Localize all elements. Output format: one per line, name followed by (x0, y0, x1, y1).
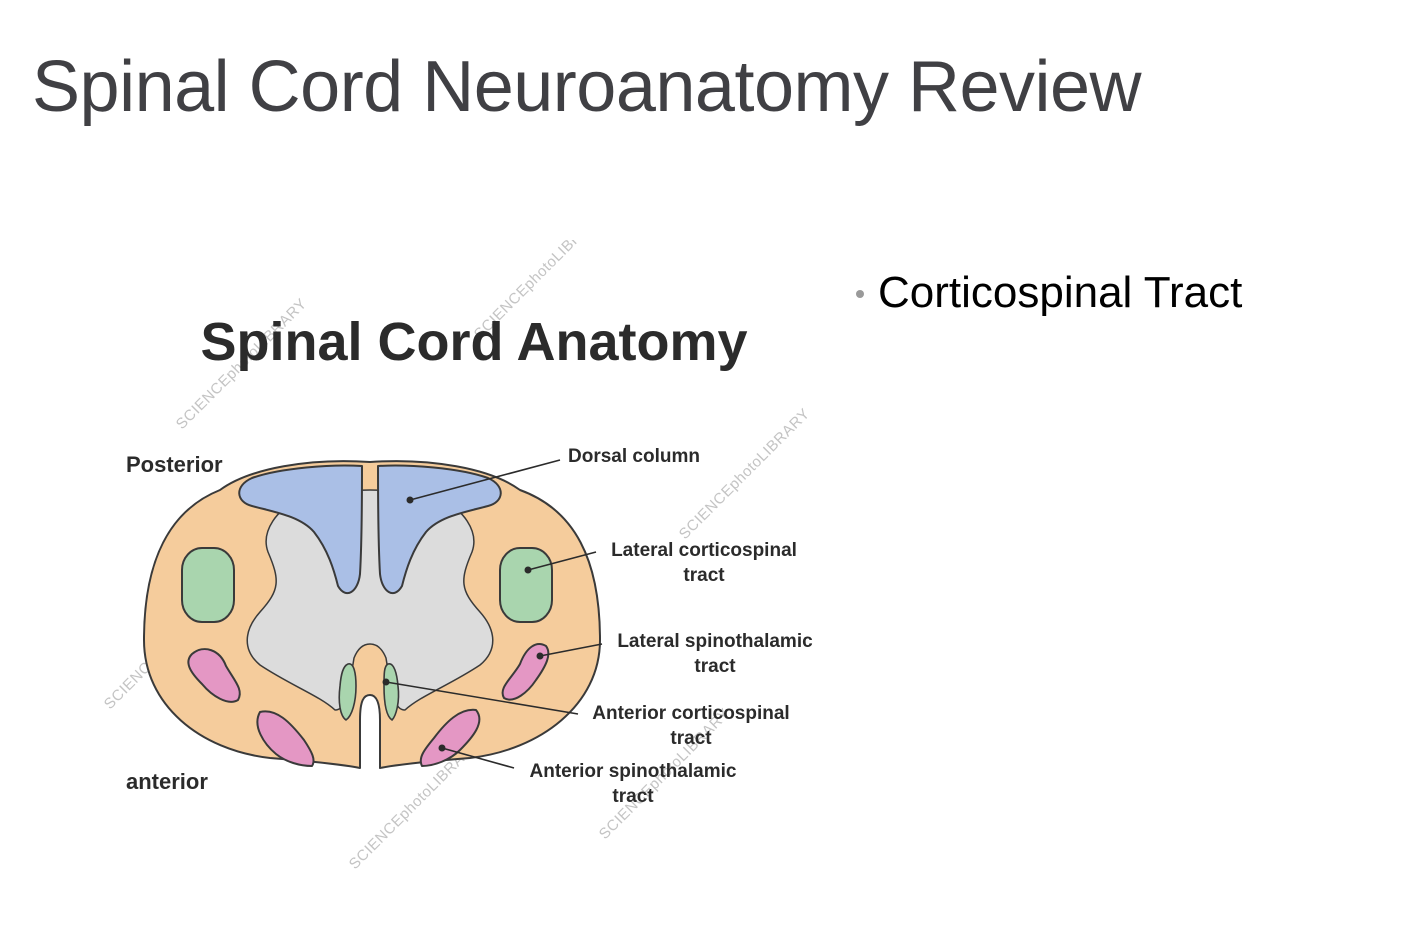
lateral-corticospinal-tract-left (181, 547, 235, 623)
dorsal-column-left (238, 464, 363, 595)
anterior-corticospinal-tract-left (338, 663, 357, 721)
label-dorsal-column: Dorsal column (568, 446, 700, 467)
label-lateral-corticospinal: Lateral corticospinal (611, 540, 797, 561)
leader-lateral-corticospinal (527, 551, 597, 571)
label-lateral-spinothalamic: Lateral spinothalamic (617, 631, 813, 652)
leader-dot (438, 744, 446, 752)
label-anterior-corticospinal: Anterior corticospinal (592, 703, 789, 724)
leader-dot (382, 678, 390, 686)
slide-title: Spinal Cord Neuroanatomy Review (32, 47, 1142, 127)
lateral-spinothalamic-tract-right (501, 643, 550, 701)
leader-dot (406, 496, 414, 504)
diagram-title: Spinal Cord Anatomy (200, 312, 747, 372)
posterior-label: Posterior (126, 452, 223, 477)
bullet-dot-icon (856, 290, 864, 298)
leader-lateral-spinothalamic (539, 643, 603, 657)
label-anterior-spinothalamic: Anterior spinothalamic (530, 761, 737, 782)
anterior-label: anterior (126, 769, 208, 794)
label-anterior-corticospinal-line2: tract (670, 728, 712, 749)
grey-matter (246, 489, 494, 711)
leader-dorsal-column (409, 459, 561, 501)
label-lateral-spinothalamic-line2: tract (694, 656, 736, 677)
lateral-spinothalamic-tract-left (187, 648, 241, 703)
leader-dot (524, 566, 532, 574)
watermark-text: SCIENCEphotoLIBRARY (676, 405, 814, 543)
bullet-item: Corticospinal Tract (856, 268, 1242, 318)
leader-anterior-spinothalamic (441, 747, 515, 769)
leader-dot (536, 652, 544, 660)
anterior-spinothalamic-tract-left (256, 710, 315, 767)
anterior-spinothalamic-tract-right (419, 708, 481, 767)
bullet-list: Corticospinal Tract (856, 268, 1242, 318)
anterior-corticospinal-tract-right (383, 663, 400, 721)
leader-anterior-corticospinal (385, 681, 579, 715)
label-anterior-spinothalamic-line2: tract (612, 786, 654, 807)
cord-cross-section (143, 460, 601, 769)
lateral-corticospinal-tract-right (499, 547, 553, 623)
label-lateral-corticospinal-line2: tract (683, 565, 725, 586)
spinal-cord-figure: SCIENCEphotoLIBRARY SCIENCEphotoLIBRARY … (100, 240, 840, 876)
bullet-text: Corticospinal Tract (878, 268, 1243, 317)
spinal-cord-diagram: SCIENCEphotoLIBRARY SCIENCEphotoLIBRARY … (101, 240, 814, 873)
leader-lines (382, 459, 603, 769)
